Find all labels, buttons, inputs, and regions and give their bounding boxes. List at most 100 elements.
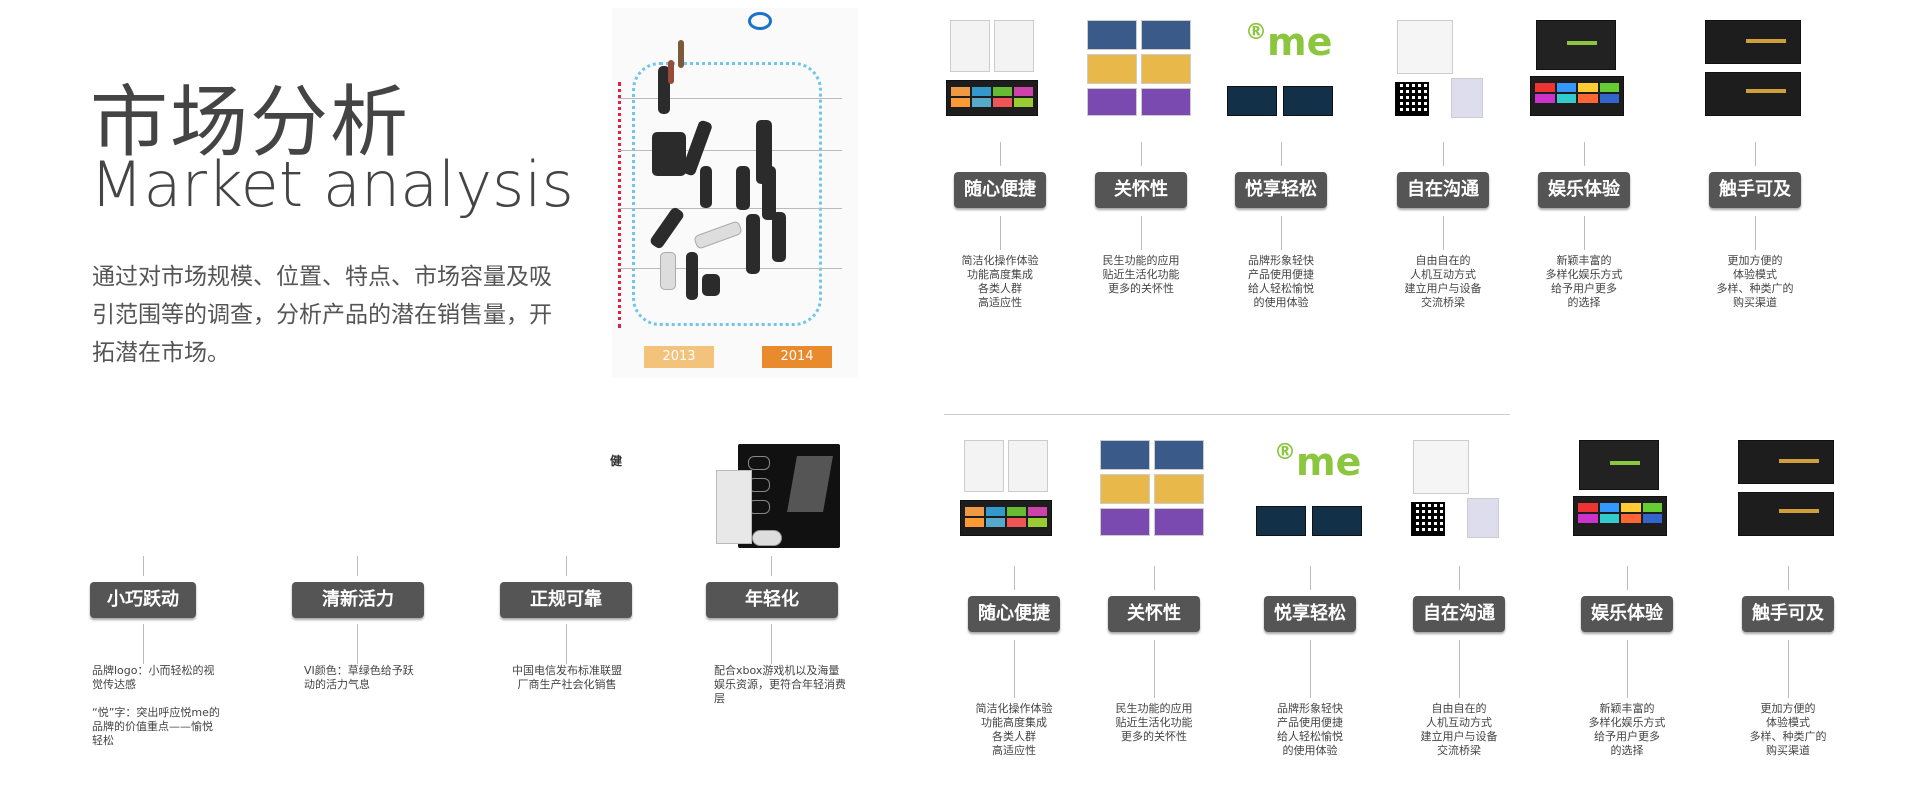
feature-desc: 品牌logo：小而轻松的视觉传达感	[92, 664, 215, 691]
connector-line	[1443, 142, 1444, 166]
connector-line	[1141, 216, 1142, 250]
feature-pill: 自在沟通	[1397, 172, 1489, 208]
grid-line	[618, 150, 842, 151]
feature-pill: 自在沟通	[1413, 596, 1505, 632]
product-group-outline	[632, 62, 822, 326]
row-divider	[944, 414, 1510, 415]
remote-icon	[762, 166, 776, 220]
feature-thumbnail	[1100, 440, 1208, 540]
feature-thumbnail	[1405, 440, 1513, 540]
connector-line	[1627, 566, 1628, 590]
remote-icon	[702, 274, 720, 296]
qr-code-icon	[1395, 82, 1429, 116]
feature-pill-young: 年轻化	[706, 582, 838, 618]
feature-desc: 配合xbox游戏机以及海量娱乐资源，更符合年轻消费层	[714, 664, 846, 705]
connector-line	[1141, 142, 1142, 166]
remote-icon	[686, 252, 698, 300]
feature-thumbnail	[946, 20, 1054, 120]
feature-desc: VI颜色：草绿色给予跃动的活力气息	[304, 664, 414, 691]
feature-thumbnail	[960, 440, 1068, 540]
feature-pill: 触手可及	[1742, 596, 1834, 632]
set-top-box-icon	[652, 132, 686, 176]
feature-desc: “悦”字：突出呼应悦me的品牌的价值重点——愉悦轻松	[92, 706, 220, 747]
feature-thumbnail	[1389, 20, 1497, 120]
connector-line	[1755, 142, 1756, 166]
feature-pill-fresh: 清新活力	[292, 582, 424, 618]
connector-line	[771, 624, 772, 664]
connector-line	[1443, 216, 1444, 250]
connector-line	[1627, 640, 1628, 698]
feature-thumbnail	[1573, 440, 1681, 540]
feature-thumbnail: ®me	[1256, 440, 1364, 540]
feature-desc: 品牌形象轻快产品使用便捷给人轻松愉悦的使用体验	[1277, 702, 1343, 757]
grid-line	[618, 268, 842, 269]
connector-line	[1788, 566, 1789, 590]
connector-line	[1154, 566, 1155, 590]
remote-icon	[658, 66, 670, 114]
feature-desc: 中国电信发布标准联盟厂商生产社会化销售	[512, 664, 622, 691]
feature-pill: 关怀性	[1108, 596, 1200, 632]
feature-thumbnail	[1701, 20, 1809, 120]
feature-pill-reliable: 正规可靠	[500, 582, 632, 618]
connector-line	[1459, 640, 1460, 698]
connector-line	[1000, 216, 1001, 250]
connector-line	[357, 556, 358, 576]
connector-line	[566, 556, 567, 576]
telecom-icon	[748, 12, 772, 30]
gamepad-icon	[752, 530, 782, 546]
qr-code-icon	[1411, 502, 1445, 536]
feature-pill-compact: 小巧跃动	[90, 582, 196, 618]
remote-icon	[678, 40, 684, 68]
feature-pill: 悦享轻松	[1235, 172, 1327, 208]
connector-line	[1154, 640, 1155, 698]
page-title-cn: 市场分析	[90, 78, 411, 168]
connector-line	[1014, 640, 1015, 698]
feature-pill: 触手可及	[1709, 172, 1801, 208]
remote-icon	[746, 214, 760, 274]
xbox-console-icon	[716, 470, 752, 544]
connector-line	[143, 556, 144, 576]
me-logo: ®me	[1274, 440, 1362, 484]
feature-desc: 简洁化操作体验功能高度集成各类人群高适应性	[975, 702, 1053, 757]
connector-line	[1281, 142, 1282, 166]
connector-line	[771, 556, 772, 576]
feature-desc: 品牌形象轻快产品使用便捷给人轻松愉悦的使用体验	[1248, 254, 1314, 309]
feature-desc: 新颖丰富的多样化娱乐方式给予用户更多的选择	[1588, 702, 1666, 757]
feature-desc: 自由自在的人机互动方式建立用户与设备交流桥梁	[1404, 254, 1482, 309]
feature-pill: 关怀性	[1095, 172, 1187, 208]
connector-line	[1310, 566, 1311, 590]
page-title-en: Market analysis	[90, 148, 574, 221]
remote-icon	[772, 212, 786, 262]
remote-icon	[736, 166, 750, 210]
remote-icon	[700, 166, 712, 208]
feature-pill: 娱乐体验	[1538, 172, 1630, 208]
connector-line	[1459, 566, 1460, 590]
connector-line	[143, 624, 144, 664]
year-2014-tag: 2014	[762, 346, 832, 368]
me-logo: ®me	[1245, 20, 1333, 64]
console-side-label: 健	[610, 454, 623, 468]
feature-thumbnail: ®me	[1227, 20, 1335, 120]
feature-desc: 新颖丰富的多样化娱乐方式给予用户更多的选择	[1545, 254, 1623, 309]
connector-line	[1281, 216, 1282, 250]
timeline-dots	[618, 82, 622, 328]
connector-line	[1014, 566, 1015, 590]
remote-icon	[668, 60, 674, 84]
feature-thumbnail	[1087, 20, 1195, 120]
year-2013-tag: 2013	[644, 346, 714, 368]
feature-pill: 悦享轻松	[1264, 596, 1356, 632]
connector-line	[1788, 640, 1789, 698]
connector-line	[566, 624, 567, 664]
connector-line	[357, 624, 358, 664]
intro-paragraph: 通过对市场规模、位置、特点、市场容量及吸引范围等的调查，分析产品的潜在销售量，开…	[92, 264, 552, 366]
feature-pill: 娱乐体验	[1581, 596, 1673, 632]
feature-desc: 更加方便的体验模式多样、种类广的购买渠道	[1716, 254, 1794, 309]
feature-desc: 民生功能的应用贴近生活化功能更多的关怀性	[1115, 702, 1193, 743]
feature-pill: 随心便捷	[954, 172, 1046, 208]
feature-desc: 简洁化操作体验功能高度集成各类人群高适应性	[961, 254, 1039, 309]
feature-desc: 更加方便的体验模式多样、种类广的购买渠道	[1749, 702, 1827, 757]
grid-line	[618, 98, 842, 99]
feature-thumbnail	[1530, 20, 1638, 120]
connector-line	[1584, 142, 1585, 166]
feature-thumbnail	[1734, 440, 1842, 540]
